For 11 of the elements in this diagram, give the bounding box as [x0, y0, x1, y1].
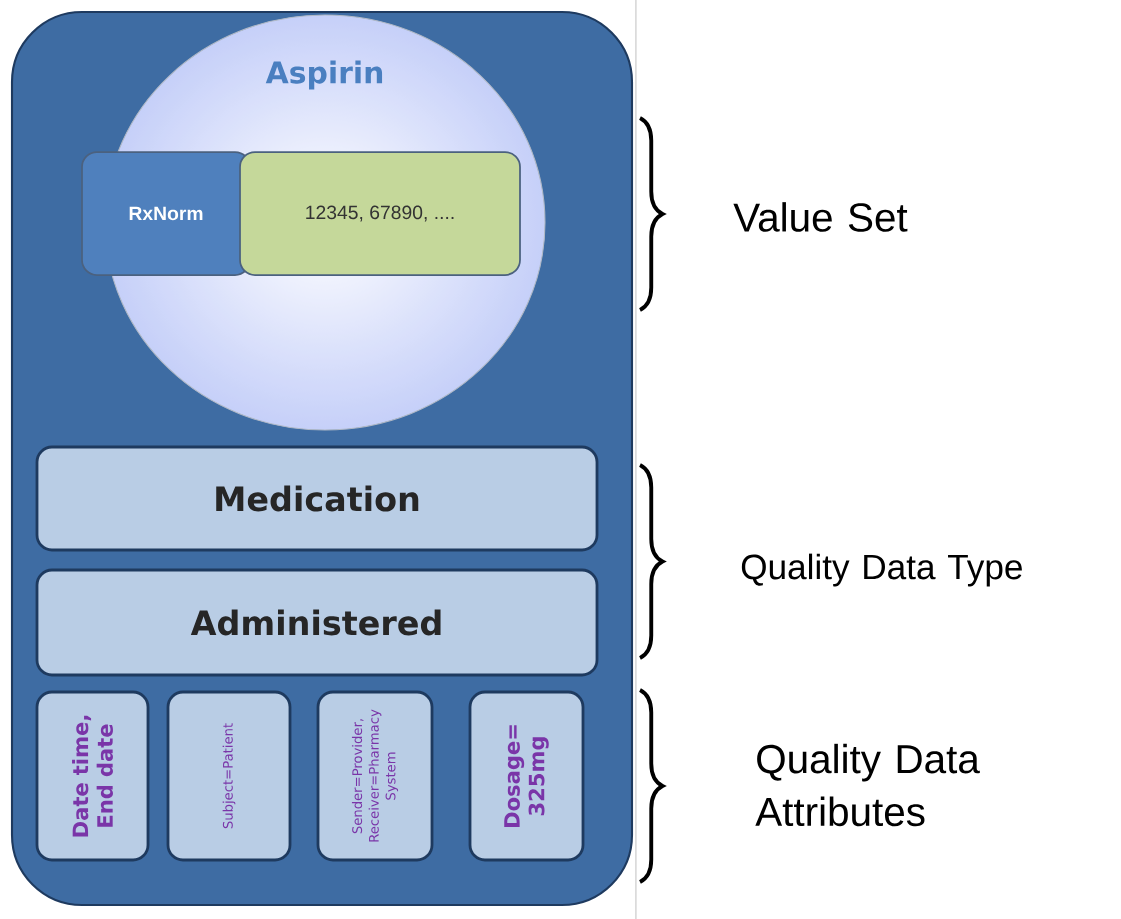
code-values-box: 12345, 67890, ....	[239, 151, 521, 276]
side-label: Quality Data Attributes	[755, 743, 980, 827]
side-label: Value Set	[733, 202, 908, 232]
attribute-box: Date time, End date	[35, 690, 150, 862]
side-label: Quality Data Type	[741, 553, 1022, 587]
attribute-box: Sender=Provider, Receiver=Pharmacy System	[316, 690, 434, 862]
data-type-box: Medication	[35, 445, 599, 552]
code-system-box: RxNorm	[81, 151, 251, 276]
attribute-box: Dosage= 325mg	[468, 690, 585, 862]
data-type-box: Administered	[35, 568, 599, 677]
attribute-box: Subject=Patient	[166, 690, 292, 862]
